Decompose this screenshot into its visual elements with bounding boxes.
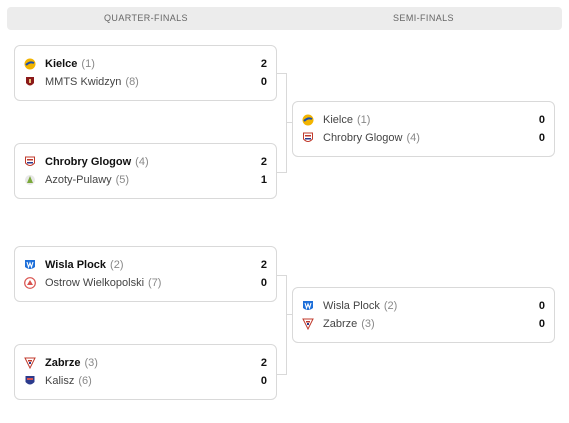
team-score: 0 — [538, 318, 545, 330]
team-name-text: Wisla Plock — [45, 259, 107, 271]
team-seed: (5) — [115, 174, 130, 186]
team-name: Kielce(1) — [323, 114, 370, 126]
team-seed: (8) — [125, 76, 139, 88]
team-row[interactable]: Zabrze(3) 0 — [293, 315, 554, 333]
team-name: Ostrow Wielkopolski(7) — [45, 277, 161, 289]
kielce-logo-icon — [24, 58, 36, 70]
team-row[interactable]: Kielce(1) 2 — [15, 55, 276, 73]
azoty-logo-icon — [24, 174, 36, 186]
team-score: 2 — [260, 357, 267, 369]
bracket-connector — [276, 275, 287, 375]
team-seed: (4) — [135, 156, 149, 168]
team-name: Chrobry Glogow(4) — [323, 132, 420, 144]
team-name-text: Kielce — [323, 114, 353, 126]
team-row[interactable]: Kalisz(6) 0 — [15, 372, 276, 390]
team-score: 2 — [260, 156, 267, 168]
team-name-text: Chrobry Glogow — [45, 156, 132, 168]
team-score: 0 — [538, 300, 545, 312]
team-name-text: MMTS Kwidzyn — [45, 76, 122, 88]
team-name: Kielce(1) — [45, 58, 95, 70]
team-seed: (1) — [356, 114, 371, 126]
team-score: 0 — [260, 375, 267, 387]
wisla-logo-icon — [24, 259, 36, 271]
team-seed: (1) — [81, 58, 95, 70]
team-row[interactable]: Kielce(1) 0 — [293, 111, 554, 129]
kielce-logo-icon — [302, 114, 314, 126]
ostrow-logo-icon — [24, 277, 36, 289]
team-seed: (3) — [361, 318, 375, 330]
team-name: Chrobry Glogow(4) — [45, 156, 149, 168]
team-seed: (6) — [78, 375, 92, 387]
chrobry-logo-icon — [24, 156, 36, 168]
team-score: 0 — [260, 277, 267, 289]
bracket-connector — [276, 73, 287, 173]
bracket-connector — [286, 122, 293, 123]
team-row[interactable]: Wisla Plock(2) 0 — [293, 297, 554, 315]
team-score: 0 — [260, 76, 267, 88]
team-name: Kalisz(6) — [45, 375, 92, 387]
team-score: 2 — [260, 58, 267, 70]
team-name-text: Chrobry Glogow — [323, 132, 403, 144]
team-seed: (2) — [383, 300, 398, 312]
team-name-text: Kielce — [45, 58, 78, 70]
rounds-header: QUARTER-FINALS SEMI-FINALS — [7, 7, 562, 30]
team-seed: (4) — [406, 132, 420, 144]
team-row[interactable]: Zabrze(3) 2 — [15, 354, 276, 372]
team-row[interactable]: Ostrow Wielkopolski(7) 0 — [15, 274, 276, 292]
team-row[interactable]: Chrobry Glogow(4) 2 — [15, 153, 276, 171]
bracket-connector — [286, 314, 293, 315]
round-title-quarter-finals: QUARTER-FINALS — [104, 13, 188, 23]
team-name: Wisla Plock(2) — [45, 259, 124, 271]
kalisz-logo-icon — [24, 375, 36, 387]
team-name: MMTS Kwidzyn(8) — [45, 76, 139, 88]
round-title-semi-finals: SEMI-FINALS — [393, 13, 454, 23]
team-score: 2 — [260, 259, 267, 271]
team-name-text: Wisla Plock — [323, 300, 380, 312]
team-seed: (7) — [148, 277, 162, 289]
team-row[interactable]: MMTS Kwidzyn(8) 0 — [15, 73, 276, 91]
team-seed: (2) — [110, 259, 124, 271]
team-name: Zabrze(3) — [45, 357, 98, 369]
team-row[interactable]: Wisla Plock(2) 2 — [15, 256, 276, 274]
team-name: Zabrze(3) — [323, 318, 375, 330]
wisla-logo-icon — [302, 300, 314, 312]
zabrze-logo-icon — [24, 357, 36, 369]
chrobry-logo-icon — [302, 132, 314, 144]
team-score: 0 — [538, 114, 545, 126]
zabrze-logo-icon — [302, 318, 314, 330]
team-name-text: Kalisz — [45, 375, 75, 387]
team-score: 0 — [538, 132, 545, 144]
kwidzyn-logo-icon — [24, 76, 36, 88]
team-name-text: Ostrow Wielkopolski — [45, 277, 145, 289]
team-score: 1 — [260, 174, 267, 186]
team-row[interactable]: Azoty-Pulawy(5) 1 — [15, 171, 276, 189]
team-name-text: Azoty-Pulawy — [45, 174, 112, 186]
team-name: Wisla Plock(2) — [323, 300, 397, 312]
team-name-text: Zabrze — [45, 357, 81, 369]
team-name-text: Zabrze — [323, 318, 358, 330]
team-row[interactable]: Chrobry Glogow(4) 0 — [293, 129, 554, 147]
team-seed: (3) — [84, 357, 98, 369]
team-name: Azoty-Pulawy(5) — [45, 174, 129, 186]
